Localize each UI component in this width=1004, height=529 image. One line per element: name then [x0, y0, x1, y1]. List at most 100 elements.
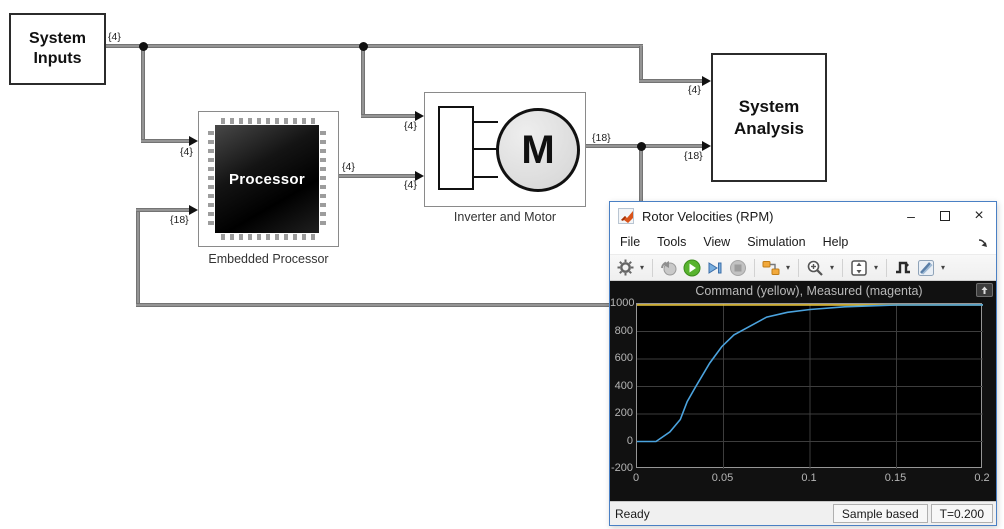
arrowhead [702, 141, 711, 151]
measurements-button[interactable] [916, 258, 936, 278]
minimize-button[interactable]: – [907, 208, 915, 224]
scope-toolbar: ▾ ▾ ▾ [610, 255, 996, 281]
block-caption-inverter-and-motor: Inverter and Motor [453, 210, 557, 224]
scope-app-icon [618, 208, 634, 224]
signal-dim-label: {4} [180, 146, 193, 158]
motor-icon: M [496, 108, 580, 192]
x-tick-label: 0.15 [884, 472, 907, 484]
fit-to-view-button[interactable] [849, 258, 869, 278]
wire-branch-to-processor[interactable] [141, 139, 190, 143]
wire-branch-to-processor[interactable] [141, 46, 145, 141]
block-system-analysis[interactable]: System Analysis [711, 53, 827, 182]
wire-branch-to-inverter[interactable] [361, 114, 415, 118]
y-tick-label: 200 [614, 407, 633, 419]
stop-button[interactable] [728, 258, 748, 278]
wire-feedback[interactable] [136, 208, 190, 212]
arrowhead [189, 205, 198, 215]
status-text: Ready [615, 506, 650, 521]
block-label: System Analysis [734, 97, 804, 138]
wire-motor-to-scope[interactable] [639, 146, 643, 202]
x-tick-label: 0 [632, 472, 640, 484]
scope-menubar: File Tools View Simulation Help [610, 230, 996, 255]
signal-dim-label: {18} [170, 214, 189, 226]
motor-label: M [521, 127, 555, 172]
scope-statusbar: Ready Sample based T=0.200 [610, 501, 996, 525]
chart-axes[interactable] [636, 303, 983, 469]
scope-plot-region: Command (yellow), Measured (magenta) 0 0.… [610, 281, 996, 501]
inverter-motor-lead [474, 148, 498, 150]
wire-junction-dot [359, 42, 368, 51]
x-tick-label: 0.2 [974, 472, 990, 484]
wire-branch-to-inverter[interactable] [361, 46, 365, 116]
chip-pins [208, 131, 214, 227]
signal-dim-label: {4} [688, 84, 701, 96]
step-forward-button[interactable] [705, 258, 725, 278]
block-system-inputs[interactable]: System Inputs [9, 13, 106, 85]
wire-processor-to-inverter[interactable] [339, 174, 415, 178]
menu-help[interactable]: Help [822, 235, 849, 249]
chart-plot-svg [637, 304, 983, 469]
inverter-icon [438, 106, 474, 190]
arrowhead [189, 136, 198, 146]
wire-branch-to-analysis[interactable] [639, 79, 702, 83]
signal-selector-caret[interactable]: ▾ [785, 263, 790, 272]
settings-caret[interactable]: ▾ [639, 263, 644, 272]
sample-mode-badge: Sample based [832, 504, 928, 523]
zoom-in-button[interactable] [805, 258, 825, 278]
block-label: System Inputs [29, 30, 86, 67]
scope-titlebar[interactable]: Rotor Velocities (RPM) – × [610, 202, 996, 230]
signal-dim-label: {18} [592, 132, 611, 144]
menu-view[interactable]: View [703, 235, 731, 249]
wire-branch-to-analysis[interactable] [639, 46, 643, 82]
fit-to-view-caret[interactable]: ▾ [873, 263, 878, 272]
chip-pins [221, 234, 315, 240]
dock-arrow-icon[interactable] [978, 236, 989, 254]
wire-system-inputs-bus[interactable] [106, 44, 643, 48]
zoom-caret[interactable]: ▾ [829, 263, 834, 272]
y-tick-label: 0 [626, 434, 633, 447]
y-tick-label: 1000 [610, 297, 635, 309]
wire-feedback[interactable] [136, 303, 610, 307]
close-button[interactable]: × [974, 207, 984, 224]
menu-simulation[interactable]: Simulation [747, 235, 806, 249]
toolbar-separator [798, 258, 799, 277]
step-back-button[interactable] [659, 258, 679, 278]
signal-dim-label: {4} [108, 31, 121, 43]
run-button[interactable] [682, 258, 702, 278]
arrowhead [415, 171, 424, 181]
wire-feedback[interactable] [136, 210, 140, 306]
x-tick-label: 0.05 [711, 472, 734, 484]
plot-title: Command (yellow), Measured (magenta) [695, 284, 923, 298]
toolbar-separator [754, 258, 755, 277]
processor-chip-icon: Processor [215, 125, 319, 233]
inverter-motor-lead [474, 121, 498, 123]
y-tick-label: 400 [614, 379, 633, 392]
wire-junction-dot [637, 142, 646, 151]
chip-pins [320, 131, 326, 227]
maximize-button[interactable] [928, 204, 962, 228]
toolbar-separator [842, 258, 843, 277]
trigger-button[interactable] [893, 258, 913, 278]
block-embedded-processor[interactable]: Processor [198, 111, 339, 247]
matlab-logo-icon [621, 211, 633, 223]
toolbar-separator [886, 258, 887, 277]
menu-tools[interactable]: Tools [657, 235, 687, 249]
arrowhead [702, 76, 711, 86]
y-tick-label: -200 [610, 462, 633, 474]
menu-file[interactable]: File [620, 235, 641, 249]
measurements-caret[interactable]: ▾ [940, 263, 945, 272]
inverter-motor-lead [474, 176, 498, 178]
signal-dim-label: {4} [404, 179, 417, 191]
toolbar-separator [652, 258, 653, 277]
y-tick-label: 600 [614, 352, 633, 364]
window-title: Rotor Velocities (RPM) [642, 208, 774, 224]
signal-selector-button[interactable] [761, 258, 781, 278]
block-inverter-and-motor[interactable]: M [424, 92, 586, 207]
settings-gear-button[interactable] [615, 258, 635, 278]
series-measured [637, 304, 983, 443]
scope-window: Rotor Velocities (RPM) – × File Tools Vi… [609, 201, 997, 526]
x-tick-label: 0.1 [801, 472, 817, 484]
y-tick-label: 800 [614, 324, 633, 337]
expand-plot-button[interactable] [976, 283, 993, 297]
